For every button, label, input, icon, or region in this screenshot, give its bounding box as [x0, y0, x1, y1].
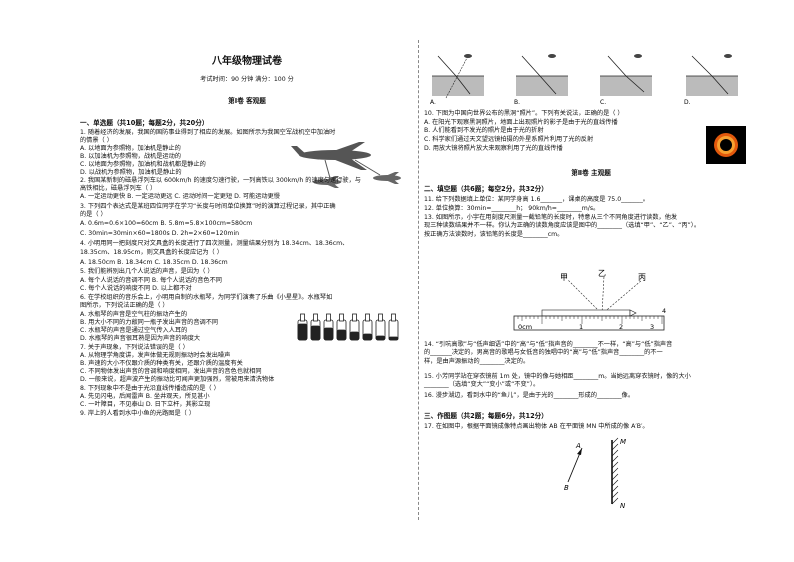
- ruler-label: 1: [579, 323, 583, 331]
- option-line: D. 水瓶琴的声音很耳熟是因为声音的响度大: [80, 335, 201, 342]
- fig9-label: A.: [430, 99, 436, 106]
- question-line: 图所示，下列说法正确的是（ ）: [80, 302, 169, 309]
- option-line: A. 在阳光下观察黑洞照片，地面上出现照片的影子是由于光的直线传播: [424, 119, 618, 126]
- option-line: B. 人们能看到不发光的照片是由于光的折射: [424, 127, 544, 134]
- view-label-bing: 丙: [638, 273, 646, 282]
- option-line: B. 用大小不同的力敲同一瓶子发出声音的音调不同: [80, 319, 219, 326]
- question-line: 18.35cm、18.95cm，则文具盒的长度应记为（ ）: [80, 249, 223, 256]
- option-line: D. 用放大镜将照片放大来观察利用了光的直线传播: [424, 145, 563, 152]
- mirror-label-n: N: [620, 502, 626, 510]
- option-line: D. 以战机为参照物，加油机是静止的: [80, 169, 182, 176]
- question-line: 3. 下列四个表达式是某班四位同学在学习“长度与时间单位换算”时的演算过程记录，…: [80, 203, 336, 210]
- question-line: 2. 我国某新制的磁悬浮列车以 600km/h 的速度匀速行驶，一列高铁以 30…: [80, 177, 361, 184]
- option-line: C. 一叶障目，不见泰山 D. 日下立杆，其影立现: [80, 401, 211, 408]
- section-heading: 二、填空题（共6题；每空2分，共32分）: [424, 185, 548, 193]
- question-line: 15. 小芳同学站在穿衣镜前 1m 处，镜中的像与她相距________m。当她…: [424, 373, 691, 380]
- question-line: 按正确方法读数时，该铅笔的长度是________cm。: [424, 231, 564, 238]
- question-line: 样，是由声源振动的________决定的。: [424, 358, 530, 365]
- question-line: 11. 给下列数据填上单位：某同学身高 1.6_______，课桌的高度是 75…: [424, 196, 649, 203]
- question-line: 的_______决定的，男高音的歌唱与女低音的独唱中的“高”与“低”指声音___…: [424, 349, 663, 356]
- ruler-pencil-figure: 甲 乙 丙 0cm 1 2: [513, 269, 666, 331]
- question-line: 的是（ ）: [80, 211, 107, 218]
- option-line: C. 每个人说话的响度不同 D. 以上都不对: [80, 285, 192, 292]
- question-line: 16. 漫步湖边，看到水中的“鱼儿”，是由于光的________形成的_____…: [424, 392, 635, 399]
- option-line: A. 18.50cm B. 18.34cm C. 18.35cm D. 18.3…: [80, 259, 228, 266]
- option-line: C. 科学家们通过天文望远镜拍摄的外星系照片利用了光的反射: [424, 136, 594, 143]
- ruler-label: 0cm: [518, 323, 532, 331]
- question-line: 17. 在如图中，根据平面镜成像特点画出物体 AB 在平面镜 MN 中所成的像 …: [424, 423, 649, 430]
- option-line: A. 先见闪电，后闻雷声 B. 坐井观天，所见甚小: [80, 393, 210, 400]
- option-line: A. 水瓶琴的声音是空气柱的振动产生的: [80, 311, 188, 318]
- black-hole-photo: [706, 126, 746, 164]
- column-divider: [418, 40, 419, 520]
- left-column: 八年级物理试卷 考试时间：90 分钟 满分：100 分 第Ⅰ卷 客观题 一、单选…: [80, 0, 414, 562]
- option-line: A. 每个人说话的音调不同 B. 每个人说话的音色不同: [80, 277, 222, 284]
- question-line: 12. 单位换算：30min=________h； 90km/h=_______…: [424, 205, 600, 212]
- question-line: ________（选填“变大”“变小”或“不变”）。: [424, 381, 540, 388]
- ruler-label: 2: [619, 323, 623, 331]
- question-line: 8. 下列现象中不是由于光沿直线传播造成的是（ ）: [80, 385, 220, 392]
- option-line: C. 30min=30min×60=1800s D. 2h=2×60=120mi…: [80, 230, 240, 237]
- option-line: B. 以加油机为参照物，战机是运动的: [80, 153, 181, 160]
- option-line: C. 以地面为参照物，加油机和战机都是静止的: [80, 161, 206, 168]
- ruler-label: 4: [662, 307, 666, 315]
- fish-light-path-figures: A. B. C.: [430, 54, 738, 106]
- part1-heading: 第Ⅰ卷 客观题: [228, 97, 266, 105]
- part2-heading: 第Ⅱ卷 主观题: [571, 169, 611, 177]
- question-line: 现三种读数结果并不一样。你认为正确的读数角度应该是图中的________（选填“…: [424, 222, 701, 229]
- fig9-label: C.: [600, 99, 606, 106]
- option-line: C. 水瓶琴的声音是通过空气传入人耳的: [80, 327, 188, 334]
- right-column: A. B. C.: [424, 0, 758, 562]
- fig9-label: D.: [684, 99, 691, 106]
- option-line: A. 以地面为参照物，加油机是静止的: [80, 145, 181, 152]
- ruler-label: 3: [650, 323, 654, 331]
- question-line: 7. 关于声现象，下列说法错误的是（ ）: [80, 344, 189, 351]
- section-heading: 一、单选题（共10题；每题2分，共20分）: [80, 119, 209, 127]
- aircraft-refueling-image: [291, 142, 401, 188]
- question-line: 4. 小明用同一把刻度尺对文具盒的长度进行了四次测量，测量结果分别为 18.34…: [80, 240, 349, 247]
- plane-mirror-figure: M N A B: [564, 437, 626, 510]
- question-line: 1. 随着经济的发展，我国的国防事业得到了相应的发展。如图所示为我国空军战机空中…: [80, 129, 336, 136]
- option-line: A. 0.6m=0.6×100=60cm B. 5.8m=5.8×100cm=5…: [80, 220, 253, 227]
- view-label-yi: 乙: [598, 269, 606, 278]
- view-label-jia: 甲: [560, 273, 568, 282]
- option-line: C. 不同物体发出声音的音调和响度相同，发出声音的音色也就相同: [80, 368, 262, 375]
- question-line: 9. 岸上的人看到水中小鱼的光路图是（ ）: [80, 410, 196, 417]
- mirror-label-m: M: [620, 438, 626, 446]
- question-line: 高铁相比，磁悬浮列车（ ）: [80, 185, 157, 192]
- question-line: 5. 我们能辨别出几个人说话的声音，是因为（ ）: [80, 268, 214, 275]
- option-line: A. 一定运动更快 B. 一定运动更远 C. 运动时间一定更短 D. 可能运动更…: [80, 193, 280, 200]
- exam-title: 八年级物理试卷: [212, 56, 282, 67]
- question-line: 10. 下图为中国向世界公布的黑洞“照片”。下列有关说法，正确的是（ ）: [424, 110, 624, 117]
- object-label-b: B: [564, 484, 569, 492]
- option-line: A. 从物理学角度讲，发声体做无规则振动时会发出噪声: [80, 352, 231, 359]
- question-line: 14. “引吭高歌”与“低声细语”中的“高”与“低”指声音的________不一…: [424, 341, 673, 348]
- water-bottles-image: [297, 313, 399, 341]
- option-line: D. 一般来说，超声波产生的振动比可闻声更加强烈，常被用来清洗物体: [80, 376, 275, 383]
- question-line: 的情景（ ）: [80, 137, 113, 144]
- section-heading: 三、作图题（共2题；每题6分，共12分）: [424, 412, 548, 420]
- exam-info: 考试时间：90 分钟 满分：100 分: [200, 76, 294, 83]
- option-line: B. 声速的大小不仅跟介质的种类有关，还跟介质的温度有关: [80, 360, 243, 367]
- question-line: 13. 如图所示，小宇在用刻度尺测量一截铅笔的长度时，特意从三个不同角度进行读数…: [424, 214, 678, 221]
- object-label-a: A: [575, 442, 581, 450]
- fig9-label: B.: [514, 99, 520, 106]
- question-line: 6. 在学校组织的音乐会上，小明用自制的水瓶琴，为同学们演奏了乐曲《小星星》。水…: [80, 294, 333, 301]
